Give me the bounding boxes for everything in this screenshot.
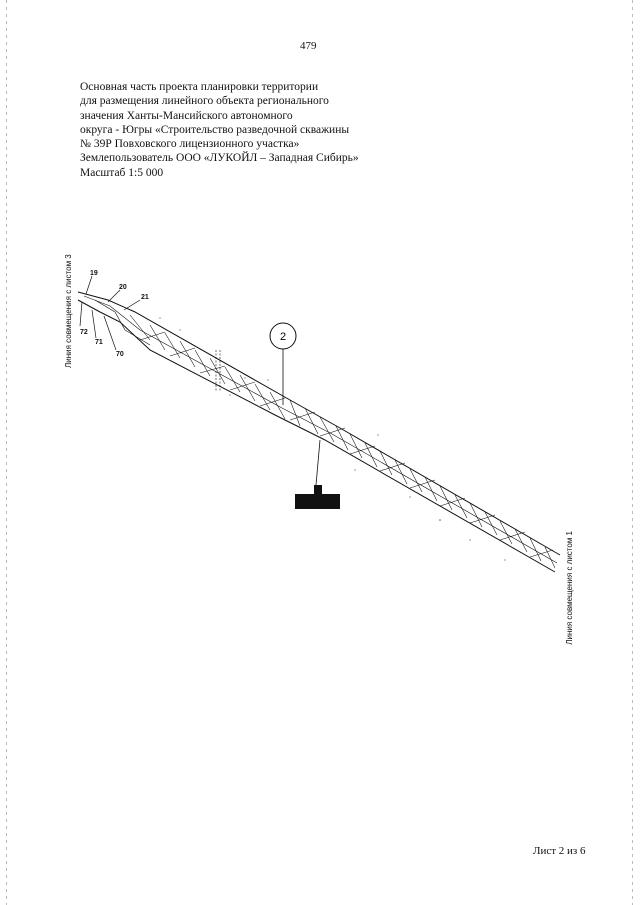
header-line: округа - Югры «Строительство разведочной… bbox=[80, 123, 350, 136]
corridor-inner-line bbox=[94, 299, 151, 346]
point-label-21: 21 bbox=[141, 294, 149, 301]
point-label-70: 70 bbox=[116, 351, 124, 358]
header-line: для размещения линейного объекта региона… bbox=[80, 95, 329, 108]
point-leaders bbox=[79, 275, 141, 351]
scale-label: Масштаб 1:5 000 bbox=[80, 166, 164, 179]
scan-speckles bbox=[159, 317, 506, 561]
corridor-hatching bbox=[129, 314, 556, 569]
document-header: Основная часть проекта планировки террит… bbox=[80, 80, 359, 180]
header-line: Основная часть проекта планировки террит… bbox=[80, 81, 319, 93]
right-scan-edge bbox=[632, 0, 633, 905]
redacted-block bbox=[295, 494, 340, 509]
header-line: Землепользователь ООО «ЛУКОЙЛ – Западная… bbox=[80, 152, 359, 165]
linear-object-corridor bbox=[77, 291, 561, 573]
point-label-72: 72 bbox=[80, 329, 88, 336]
header-line: № 39Р Повховского лицензионного участка» bbox=[80, 138, 300, 151]
page-number: 479 bbox=[300, 40, 317, 52]
corridor-boundary-upper bbox=[77, 291, 561, 556]
point-label-71: 71 bbox=[95, 339, 103, 346]
corridor-boundary-lower bbox=[77, 299, 556, 573]
left-scan-edge bbox=[6, 0, 7, 905]
point-labels: 19 20 21 72 71 70 bbox=[80, 270, 149, 358]
right-match-line-label: Линия совмещения с листом 1 bbox=[565, 531, 574, 645]
header-line: значения Ханты-Мансийского автономного bbox=[80, 109, 293, 122]
callout-2: 2 bbox=[269, 322, 297, 405]
sheet-number: Лист 2 из 6 bbox=[533, 845, 586, 857]
point-label-19: 19 bbox=[90, 270, 98, 277]
callout-number: 2 bbox=[280, 331, 286, 343]
crossing-marker bbox=[215, 350, 221, 392]
redacted-label bbox=[295, 439, 340, 509]
left-match-line-label: Линия совмещения с листом 3 bbox=[64, 254, 73, 368]
point-label-20: 20 bbox=[119, 284, 127, 291]
corridor-centerline bbox=[83, 295, 558, 564]
